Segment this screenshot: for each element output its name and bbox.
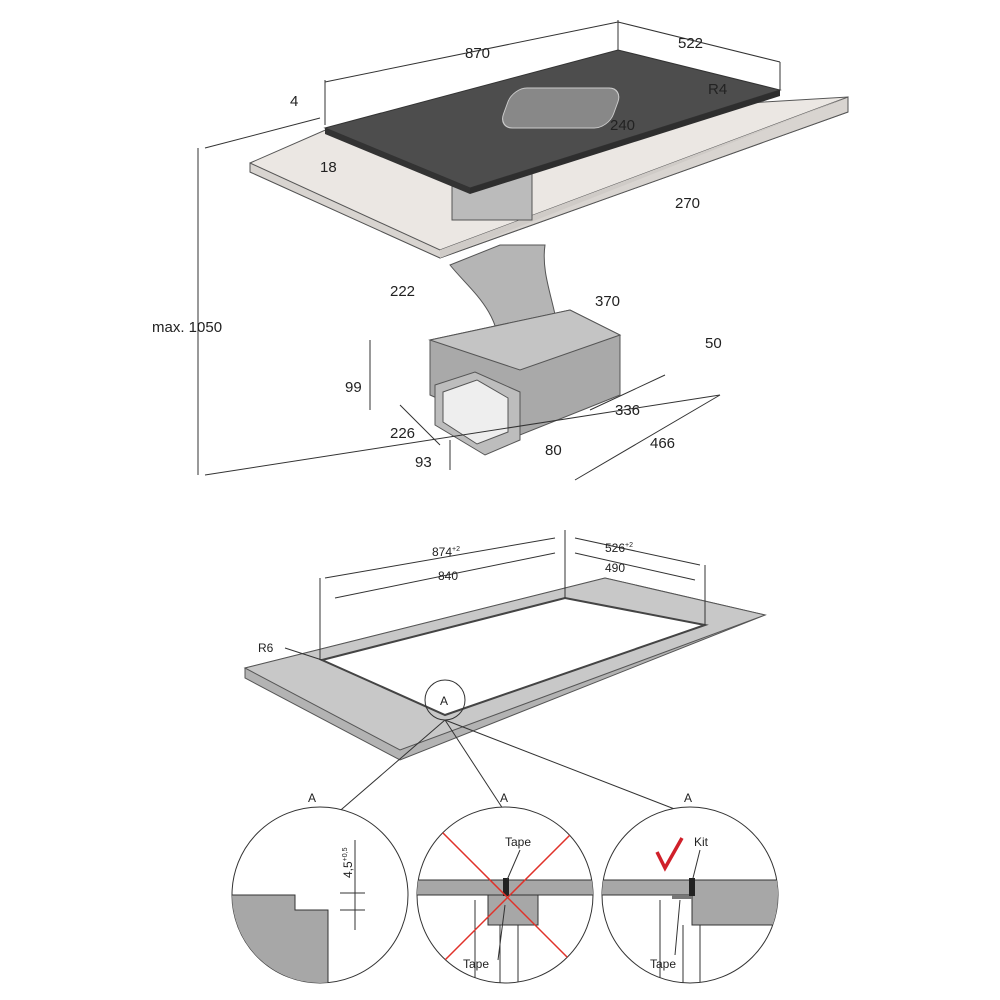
- dim-radius-r6: R6: [258, 641, 274, 655]
- dim-outlet-height: 93: [415, 454, 432, 471]
- dim-vent-width: 240: [610, 117, 635, 134]
- dim-inner-depth: 490: [605, 561, 625, 575]
- detail-1-label: A: [308, 791, 316, 805]
- detail-3-tape: Tape: [650, 957, 676, 971]
- dim-box-depth: 336: [615, 402, 640, 419]
- detail-3-correct: A Kit Tape: [601, 791, 779, 984]
- vent-grille: [502, 87, 620, 129]
- dim-outlet-len: 80: [545, 442, 562, 459]
- dim-duct-width: 222: [390, 283, 415, 300]
- detail-2-tape-bottom: Tape: [463, 957, 489, 971]
- detail-1: A 4,5+0,5: [231, 791, 409, 984]
- detail-2-tape-top: Tape: [505, 835, 531, 849]
- dim-box-height: 99: [345, 379, 362, 396]
- dim-box-offset: 50: [705, 335, 722, 352]
- dim-box-total: 466: [650, 435, 675, 452]
- dim-max-height: max. 1050: [152, 319, 222, 336]
- dim-thickness: 4: [290, 93, 298, 110]
- detail-3-label: A: [684, 791, 692, 805]
- dim-radius: R4: [708, 81, 727, 98]
- detail-2-wrong: A Tape Tape: [416, 791, 594, 984]
- detail-marker-label: A: [440, 694, 448, 708]
- dim-depth: 522: [678, 35, 703, 52]
- dim-vent-offset: 270: [675, 195, 700, 212]
- cutout-countertop: 874+2 526+2 840 490 R6 A: [243, 530, 767, 816]
- cross-icon: [439, 829, 576, 966]
- check-icon: [655, 837, 684, 872]
- dim-inner-width: 840: [438, 569, 458, 583]
- dim-outer-width: 874+2: [432, 545, 460, 559]
- detail-1-dim: 4,5+0,5: [341, 847, 355, 878]
- dim-outlet-width: 226: [390, 425, 415, 442]
- dim-inset: 18: [320, 159, 337, 176]
- dim-width: 870: [465, 45, 490, 62]
- detail-2-label: A: [500, 791, 508, 805]
- detail-3-kit: Kit: [694, 835, 709, 849]
- dim-duct-depth: 370: [595, 293, 620, 310]
- dim-outer-depth: 526+2: [605, 541, 633, 555]
- hob-assembly: 870 522 R4 4 18 240 270 222 370 50 99 33…: [152, 20, 849, 481]
